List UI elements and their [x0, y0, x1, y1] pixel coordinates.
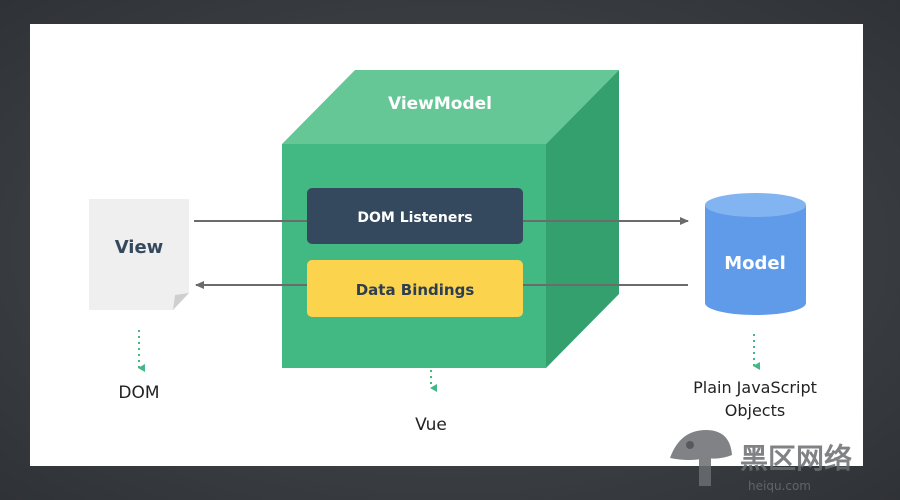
- data-bindings-box: Data Bindings: [307, 260, 523, 317]
- data-bindings-label: Data Bindings: [356, 281, 475, 299]
- model-cylinder: Model: [705, 193, 806, 315]
- cylinder-bottom: [705, 291, 806, 315]
- cube-front-face: [282, 144, 546, 368]
- document-shape: [89, 199, 189, 310]
- vue-label: Vue: [415, 415, 447, 435]
- cube-top-face: [282, 70, 619, 144]
- cube-side-face: [546, 70, 619, 368]
- viewmodel-label: ViewModel: [388, 94, 492, 114]
- view-label: View: [115, 237, 164, 258]
- dom-label: DOM: [118, 383, 159, 403]
- document-fold: [173, 293, 189, 310]
- mushroom-logo-icon: [670, 430, 732, 486]
- dom-listeners-label: DOM Listeners: [357, 210, 472, 226]
- plain-js-label-line1: Plain JavaScript: [693, 378, 817, 397]
- cylinder-body: [705, 205, 806, 303]
- plain-js-label-line2: Objects: [725, 401, 785, 420]
- watermark-url-text: heiqu.com: [748, 479, 811, 493]
- viewmodel-cube: ViewModel: [282, 70, 619, 368]
- watermark-brand-text: 黑区网络: [740, 442, 852, 475]
- dom-listeners-box: DOM Listeners: [307, 188, 523, 244]
- model-label: Model: [724, 253, 786, 274]
- cylinder-top: [705, 193, 806, 217]
- view-document: View: [89, 199, 189, 310]
- watermark: 黑区网络 heiqu.com: [670, 430, 852, 493]
